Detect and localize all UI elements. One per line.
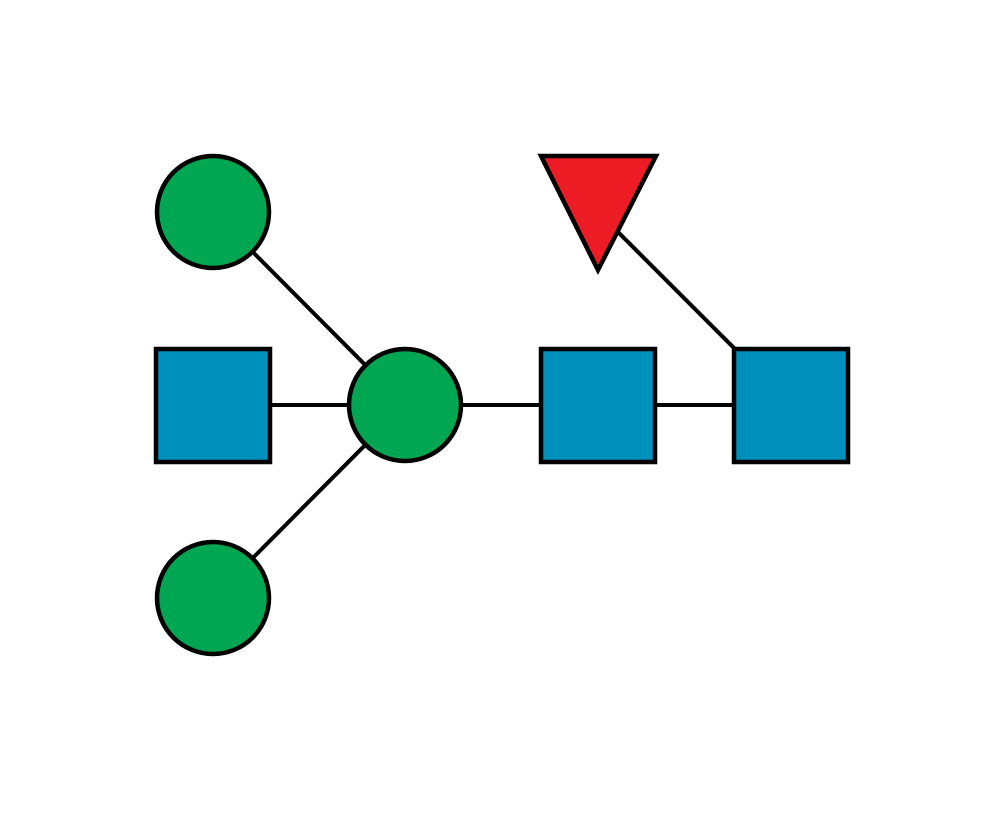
mannose-upper-circle xyxy=(154,153,272,271)
fucose-triangle xyxy=(537,153,660,275)
mannose-lower-circle xyxy=(154,539,272,657)
glcnac-reducing-square xyxy=(731,346,851,465)
residues xyxy=(153,153,851,657)
mannose-core-circle xyxy=(346,346,464,464)
glcnac-middle-square xyxy=(538,346,658,465)
glcnac-bisect-square xyxy=(153,346,273,465)
